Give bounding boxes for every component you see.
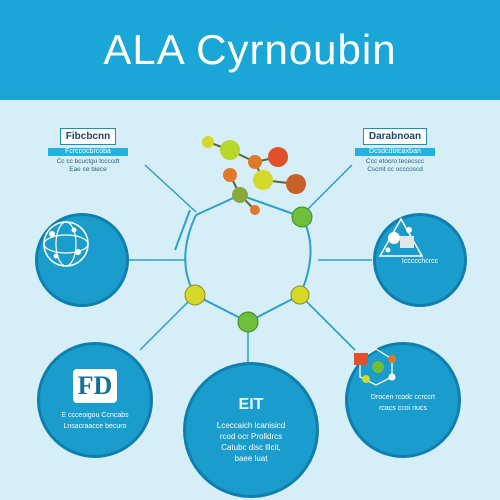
node-bottom-center-line4: baee luat	[234, 454, 268, 463]
atom	[184, 284, 206, 306]
node-bottom-left-line2: Lnsacraacce becuro	[63, 423, 127, 430]
atom	[248, 155, 262, 169]
top-right-line2: Cscmt cc occcoscd	[367, 166, 423, 173]
node-bottom-center-heading: EIT	[238, 396, 264, 413]
top-molecule-atoms	[202, 136, 306, 215]
node-bottom-center[interactable]: EIT Lceccaich lcanisicd rcod ocr Prolldr…	[183, 362, 319, 498]
ring-atoms	[184, 206, 313, 333]
molecule-network-icon	[354, 348, 396, 386]
ring-bond	[195, 194, 241, 216]
atom	[237, 311, 259, 333]
node-right[interactable]: Iccccchcrcc	[373, 213, 467, 307]
atom	[290, 285, 310, 305]
node-bottom-left-line1: E ccceoigou Ccncabs	[61, 412, 129, 419]
spoke-line	[301, 164, 353, 216]
atom	[291, 206, 313, 228]
spoke-line	[299, 294, 356, 351]
diagram-connections	[128, 136, 372, 365]
node-bottom-center-line1: Lceccaich lcanisicd	[216, 421, 286, 430]
node-bottom-right-line2: rcacs ccoi riucs	[379, 405, 427, 412]
atom	[232, 187, 248, 203]
top-left-line2: Eae ce biece	[69, 166, 107, 173]
atom	[286, 174, 306, 194]
top-left-line1: Cc cc bcuctgu tccccdt	[56, 158, 120, 165]
node-bottom-right-line1: Drocen rcodc ccrccrt	[370, 394, 436, 401]
top-right-line1: Ccc etocro tececscc	[365, 158, 425, 165]
puzzle-network-icon	[378, 217, 424, 257]
globe-network-icon	[43, 221, 89, 267]
ring-bond	[174, 209, 191, 251]
spoke-line	[144, 164, 197, 213]
node-right-caption: Iccccchcrcc	[401, 257, 439, 265]
atom	[223, 168, 237, 182]
atom	[220, 140, 240, 160]
atom	[253, 170, 273, 190]
ring-bond	[299, 216, 312, 296]
top-right-label: Darabnoan Dcsdcdbtcaxban Ccc etocro tece…	[345, 126, 445, 174]
atom	[250, 205, 260, 215]
header-banner: ALA Cyrnoubin	[0, 0, 500, 100]
node-bottom-left[interactable]: FD E ccceoigou Ccncabs Lnsacraacce becur…	[37, 342, 153, 458]
top-left-label: Fibcbcnn Fcrccocbrcoba Cc cc bcuctgu tcc…	[38, 126, 138, 174]
fd-logo: FD	[73, 369, 117, 403]
spoke-line	[139, 294, 196, 351]
diagram-stage: Fibcbcnn Fcrccocbrcoba Cc cc bcuctgu tcc…	[0, 100, 500, 500]
atom	[202, 136, 214, 148]
page-title: ALA Cyrnoubin	[103, 26, 397, 73]
ring-bond	[184, 214, 197, 296]
top-right-tag: Darabnoan	[362, 128, 428, 145]
spoke-lines	[128, 164, 372, 365]
node-bottom-center-line3: Catubc disc lllcit,	[221, 443, 281, 452]
top-right-bar: Dcsdcdbtcaxban	[355, 148, 435, 156]
ring-bond	[239, 194, 303, 218]
node-bottom-center-line2: rcod ocr Prolldrcs	[219, 432, 283, 441]
atom	[268, 147, 288, 167]
node-left[interactable]	[35, 213, 129, 307]
top-left-tag: Fibcbcnn	[59, 128, 117, 145]
top-left-bar: Fcrccocbrcoba	[48, 148, 128, 156]
node-bottom-right[interactable]: Drocen rcodc ccrccrt rcacs ccoi riucs	[345, 342, 461, 458]
